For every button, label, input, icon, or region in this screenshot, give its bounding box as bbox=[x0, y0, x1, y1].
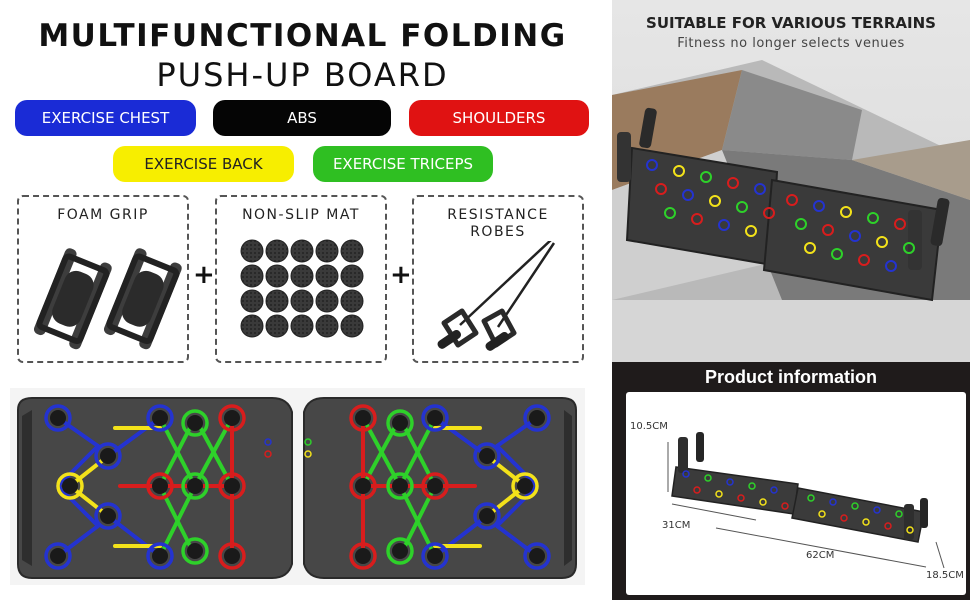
non-slip-mat-icon bbox=[240, 239, 364, 338]
terrain-panel: SUITABLE FOR VARIOUS TERRAINS Fitness no… bbox=[612, 0, 970, 362]
accessory-label: FOAM GRIP bbox=[57, 207, 149, 223]
product-info-panel: Product information 10.5CM 31CM 62CM 18.… bbox=[612, 362, 970, 600]
accessory-label-line1: RESISTANCE bbox=[447, 207, 549, 223]
dimension-width: 31CM bbox=[662, 520, 691, 531]
accessory-label: NON-SLIP MAT bbox=[242, 207, 360, 223]
product-dimensions-card: 10.5CM 31CM 62CM 18.5CM bbox=[626, 392, 966, 595]
plus-symbol: + bbox=[193, 260, 215, 290]
dimension-depth: 18.5CM bbox=[926, 570, 964, 581]
category-triceps-badge: EXERCISE TRICEPS bbox=[313, 146, 493, 182]
push-up-board-icon bbox=[10, 388, 585, 585]
category-shoulders-badge: SHOULDERS bbox=[409, 100, 589, 136]
product-info-title: Product information bbox=[705, 367, 877, 387]
foam-grip-icon bbox=[33, 248, 182, 350]
category-chest-badge: EXERCISE CHEST bbox=[15, 100, 196, 136]
push-up-board-illustration bbox=[10, 388, 585, 585]
page-title: MULTIFUNCTIONAL FOLDING bbox=[38, 18, 567, 54]
category-abs-badge: ABS bbox=[213, 100, 391, 136]
page-subtitle: PUSH-UP BOARD bbox=[156, 56, 449, 94]
accessory-label-line2: ROBES bbox=[470, 224, 526, 240]
dimension-height: 10.5CM bbox=[630, 421, 668, 432]
accessory-resistance-band: RESISTANCE ROBES bbox=[412, 195, 584, 363]
resistance-band-icon bbox=[437, 241, 556, 351]
dimension-length: 62CM bbox=[806, 550, 835, 561]
accessory-non-slip-mat: NON-SLIP MAT bbox=[215, 195, 387, 363]
plus-symbol: + bbox=[390, 260, 412, 290]
category-back-badge: EXERCISE BACK bbox=[113, 146, 294, 182]
terrain-subtitle: Fitness no longer selects venues bbox=[677, 36, 905, 51]
terrain-title: SUITABLE FOR VARIOUS TERRAINS bbox=[646, 14, 936, 32]
terrain-scene-icon bbox=[612, 60, 970, 362]
board-dimensions-icon bbox=[667, 432, 945, 569]
accessory-foam-grip: FOAM GRIP bbox=[17, 195, 189, 363]
